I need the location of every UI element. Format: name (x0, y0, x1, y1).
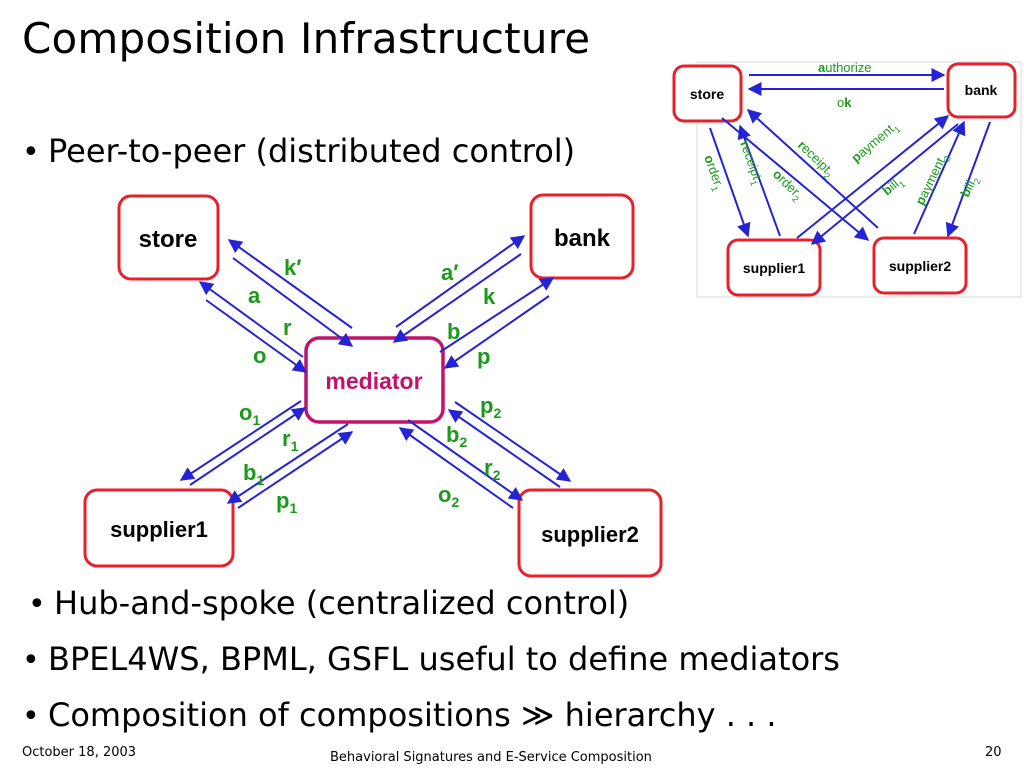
label-r1: r1 (282, 426, 299, 454)
p2p-frame (696, 61, 1022, 298)
label-o: o (253, 343, 266, 368)
hub-node-supplier1-label: supplier1 (110, 517, 208, 542)
p2p-arrow-receipt2 (746, 109, 879, 229)
p2p-label-payment2: payment2 (912, 151, 953, 209)
p2p-arrow-bill1 (810, 123, 959, 245)
footer-title: Behavioral Signatures and E-Service Comp… (330, 750, 652, 765)
label-p: p (477, 344, 490, 369)
label-r2: r2 (484, 455, 501, 483)
p2p-label-receipt2: receipt2 (793, 137, 838, 181)
p2p-node-store-label: store (690, 86, 724, 102)
p2p-arrow-payment1 (796, 115, 950, 239)
p2p-label-order1: order1 (698, 153, 727, 193)
bullet-dot-icon: • (22, 699, 40, 734)
p2p-arrow-order1 (709, 127, 751, 238)
arrow-mediator-to-bank-b (439, 277, 555, 353)
arrow-supplier2-to-mediator-b2 (447, 409, 561, 488)
hub-node-supplier1: supplier1 (83, 488, 235, 568)
bullet-languages: •BPEL4WS, BPML, GSFL useful to define me… (22, 640, 840, 678)
arrow-bank-to-mediator-k (392, 253, 522, 343)
arrow-mediator-to-store-k (227, 239, 353, 329)
label-r: r (283, 315, 292, 340)
p2p-label-bill2: bill2 (957, 173, 983, 200)
p2p-diagram: store bank supplier1 supplier2 autho (672, 60, 1022, 298)
arrow-store-to-mediator-a (232, 257, 354, 347)
label-k: k (483, 284, 496, 309)
p2p-arrow-bill2 (945, 121, 991, 238)
hub-node-store: store (117, 194, 220, 281)
hub-node-store-label: store (139, 226, 198, 253)
label-o1: o1 (239, 400, 260, 428)
p2p-arrow-payment2 (913, 120, 966, 235)
arrow-mediator-to-supplier2-r2 (407, 419, 524, 501)
bullet-dot-icon: • (22, 135, 40, 170)
label-o2: o2 (438, 482, 459, 510)
arrow-store-to-mediator-o (205, 299, 308, 373)
p2p-node-supplier2-label: supplier2 (889, 258, 951, 274)
p2p-label-authorize: authorize (818, 60, 871, 75)
label-k-prime: k′ (284, 255, 302, 280)
p2p-node-store: store (672, 64, 743, 123)
p2p-node-supplier1: supplier1 (726, 238, 822, 297)
footer-date: October 18, 2003 (22, 745, 137, 760)
bullet-dot-icon: • (22, 643, 40, 678)
p2p-arrow-receipt1 (737, 124, 781, 237)
p2p-arrow-order2 (721, 117, 870, 241)
p2p-label-receipt1: receipt1 (734, 139, 766, 187)
arrow-supplier1-to-mediator-p1 (237, 431, 354, 509)
p2p-node-supplier2: supplier2 (872, 236, 968, 295)
p2p-node-supplier1-label: supplier1 (743, 260, 805, 276)
hub-node-supplier2: supplier2 (517, 488, 663, 578)
bullet-dot-icon: • (28, 587, 46, 622)
hub-node-bank: bank (529, 193, 635, 280)
hub-node-mediator: mediator (304, 336, 445, 424)
hub-node-mediator-label: mediator (325, 368, 422, 394)
bullet-text: Peer-to-peer (distributed control) (48, 132, 576, 170)
p2p-node-bank-label: bank (965, 82, 998, 98)
hub-arrow-labels: k′ a r o a′ k b p o1 r1 b1 p1 p2 b2 r2 o… (239, 255, 501, 516)
p2p-node-bank: bank (946, 62, 1017, 119)
p2p-label-ok: ok (837, 95, 852, 110)
footer-page-number: 20 (985, 745, 1002, 760)
arrow-supplier1-to-mediator-r1 (189, 407, 307, 486)
arrow-mediator-to-supplier2-p2 (454, 401, 572, 482)
label-a-prime: a′ (441, 260, 459, 285)
arrow-mediator-to-supplier1-b1 (226, 423, 349, 504)
label-p1: p1 (276, 488, 297, 516)
bullet-text: BPEL4WS, BPML, GSFL useful to define med… (48, 640, 840, 678)
bullet-hub-and-spoke: •Hub-and-spoke (centralized control) (28, 584, 629, 622)
slide-title: Composition Infrastructure (22, 14, 591, 63)
arrow-mediator-to-supplier1-o1 (179, 400, 302, 481)
arrow-mediator-to-store-r (198, 281, 304, 358)
hub-node-supplier2-label: supplier2 (541, 522, 639, 547)
bullet-text: Hub-and-spoke (centralized control) (54, 584, 630, 622)
label-a: a (248, 283, 261, 308)
label-b1: b1 (243, 460, 264, 488)
label-p2: p2 (480, 393, 501, 421)
arrow-supplier2-to-mediator-o2 (398, 427, 514, 509)
label-b2: b2 (446, 422, 467, 450)
p2p-label-order2: order2 (768, 166, 806, 204)
bullet-text: Composition of compositions ≫ hierarchy … (48, 696, 777, 734)
bullet-compositions: •Composition of compositions ≫ hierarchy… (22, 696, 777, 734)
label-b: b (447, 319, 460, 344)
arrow-mediator-to-bank-a (395, 235, 526, 328)
hub-node-bank-label: bank (554, 225, 611, 252)
arrow-bank-to-mediator-p (443, 295, 550, 369)
hub-diagram: store bank mediator supplier1 supplier2 (83, 193, 663, 578)
bullet-peer-to-peer: •Peer-to-peer (distributed control) (22, 132, 575, 170)
